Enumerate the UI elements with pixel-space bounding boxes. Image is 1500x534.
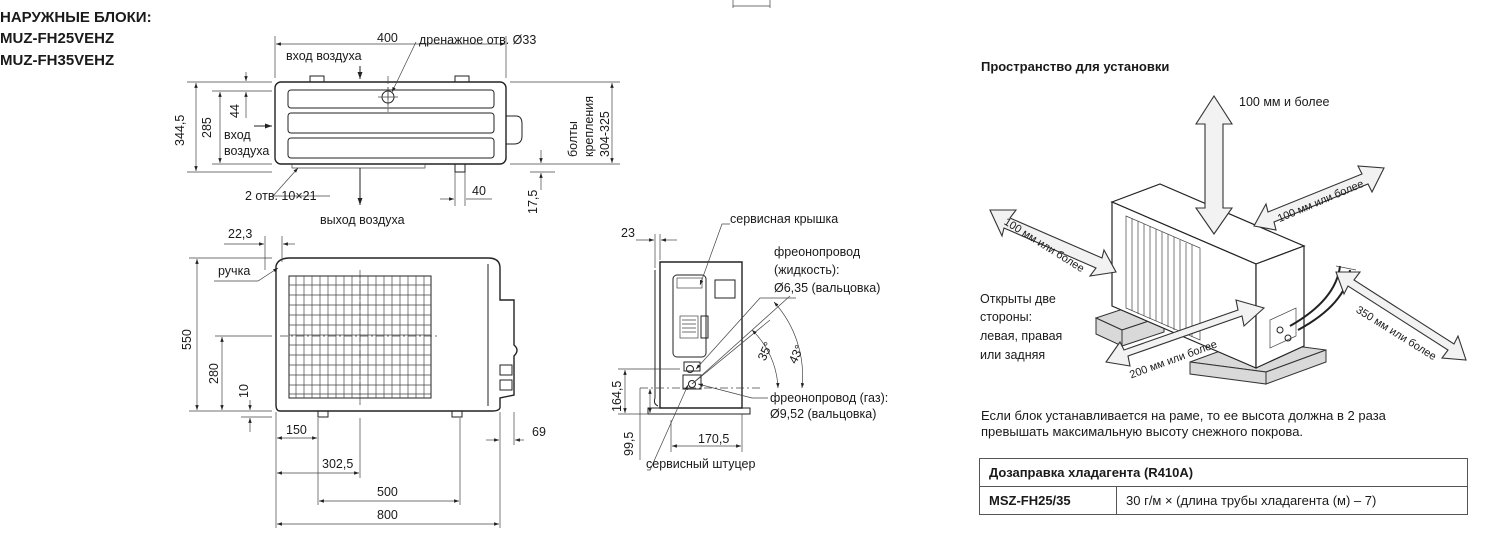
install-heading: Пространство для установки bbox=[981, 59, 1170, 74]
refrigerant-table: Дозаправка хладагента (R410A) MSZ-FH25/3… bbox=[979, 458, 1468, 515]
label-gas-pipe-2: Ø9,52 (вальцовка) bbox=[770, 407, 877, 421]
title-model-2: MUZ-FH35VEHZ bbox=[0, 52, 115, 69]
front-view-body bbox=[275, 257, 518, 412]
label-service-cover: сервисная крышка bbox=[730, 212, 839, 226]
label-liquid-pipe-3: Ø6,35 (вальцовка) bbox=[774, 281, 881, 295]
front-view bbox=[189, 236, 524, 528]
label-air-inlet-side-1: вход bbox=[224, 128, 251, 142]
dim-164-5: 164,5 bbox=[610, 380, 624, 412]
dim-99-5: 99,5 bbox=[622, 431, 636, 456]
label-drain-hole: дренажное отв. Ø33 bbox=[419, 33, 537, 47]
title-line-1: НАРУЖНЫЕ БЛОКИ: bbox=[0, 9, 152, 26]
refrigerant-formula: 30 г/м × (длина трубы хладагента (м) – 7… bbox=[1116, 486, 1468, 515]
dim-550: 550 bbox=[180, 329, 194, 350]
label-bolts-2: крепления bbox=[582, 95, 596, 157]
dim-500: 500 bbox=[377, 485, 398, 499]
dim-302-5: 302,5 bbox=[322, 457, 354, 471]
dim-400: 400 bbox=[377, 31, 398, 45]
dim-800: 800 bbox=[377, 508, 398, 522]
install-note-1: Если блок устанавливается на раме, то ее… bbox=[981, 408, 1386, 423]
label-liquid-pipe-2: (жидкость): bbox=[774, 263, 840, 277]
dim-10: 10 bbox=[237, 384, 251, 398]
top-view-body bbox=[274, 81, 507, 165]
open-sides-2: стороны: bbox=[980, 310, 1033, 324]
top-view bbox=[187, 36, 620, 206]
clearance-right-top-arrow-icon bbox=[1253, 165, 1385, 231]
dim-285: 285 bbox=[200, 117, 214, 138]
dim-44: 44 bbox=[228, 104, 242, 118]
label-liquid-pipe-1: фреонопровод bbox=[774, 245, 861, 259]
side-view bbox=[618, 223, 805, 471]
label-bolts-1: болты bbox=[566, 121, 580, 157]
dim-344-5: 344,5 bbox=[173, 114, 187, 146]
refrigerant-model: MSZ-FH25/35 bbox=[979, 486, 1117, 515]
label-air-inlet-side-2: воздуха bbox=[224, 144, 270, 158]
label-bolts-3: 304-325 bbox=[598, 111, 612, 157]
install-note-2: превышать максимальную высоту снежного п… bbox=[981, 424, 1304, 439]
clearance-top-arrow-icon bbox=[1194, 94, 1234, 235]
open-sides-4: или задняя bbox=[980, 348, 1046, 362]
dim-280: 280 bbox=[207, 363, 221, 384]
open-sides-3: левая, правая bbox=[980, 329, 1063, 343]
clearance-top-label: 100 мм и более bbox=[1239, 95, 1330, 109]
dim-150: 150 bbox=[286, 423, 307, 437]
dim-40: 40 bbox=[472, 184, 486, 198]
label-handle: ручка bbox=[218, 264, 251, 278]
refrigerant-header: Дозаправка хладагента (R410A) bbox=[979, 458, 1468, 487]
dim-17-5: 17,5 bbox=[526, 189, 540, 214]
dim-23: 23 bbox=[621, 226, 635, 240]
label-air-outlet: выход воздуха bbox=[320, 213, 405, 227]
dim-69: 69 bbox=[532, 425, 546, 439]
dim-22-3: 22,3 bbox=[228, 227, 253, 241]
clearance-front-arrow-icon bbox=[1105, 299, 1266, 367]
label-service-port: сервисный штуцер bbox=[646, 457, 756, 471]
label-gas-pipe-1: фреонопровод (газ): bbox=[770, 391, 889, 405]
title-model-1: MUZ-FH25VEHZ bbox=[0, 30, 115, 47]
clearance-right-arrow-icon bbox=[1335, 271, 1467, 361]
dim-170-5: 170,5 bbox=[698, 432, 730, 446]
install-diagram bbox=[989, 94, 1467, 385]
clearance-left-arrow-icon bbox=[989, 209, 1117, 277]
open-sides-1: Открыты две bbox=[980, 292, 1056, 306]
label-air-inlet-top: вход воздуха bbox=[286, 49, 362, 63]
label-holes: 2 отв. 10×21 bbox=[245, 189, 317, 203]
